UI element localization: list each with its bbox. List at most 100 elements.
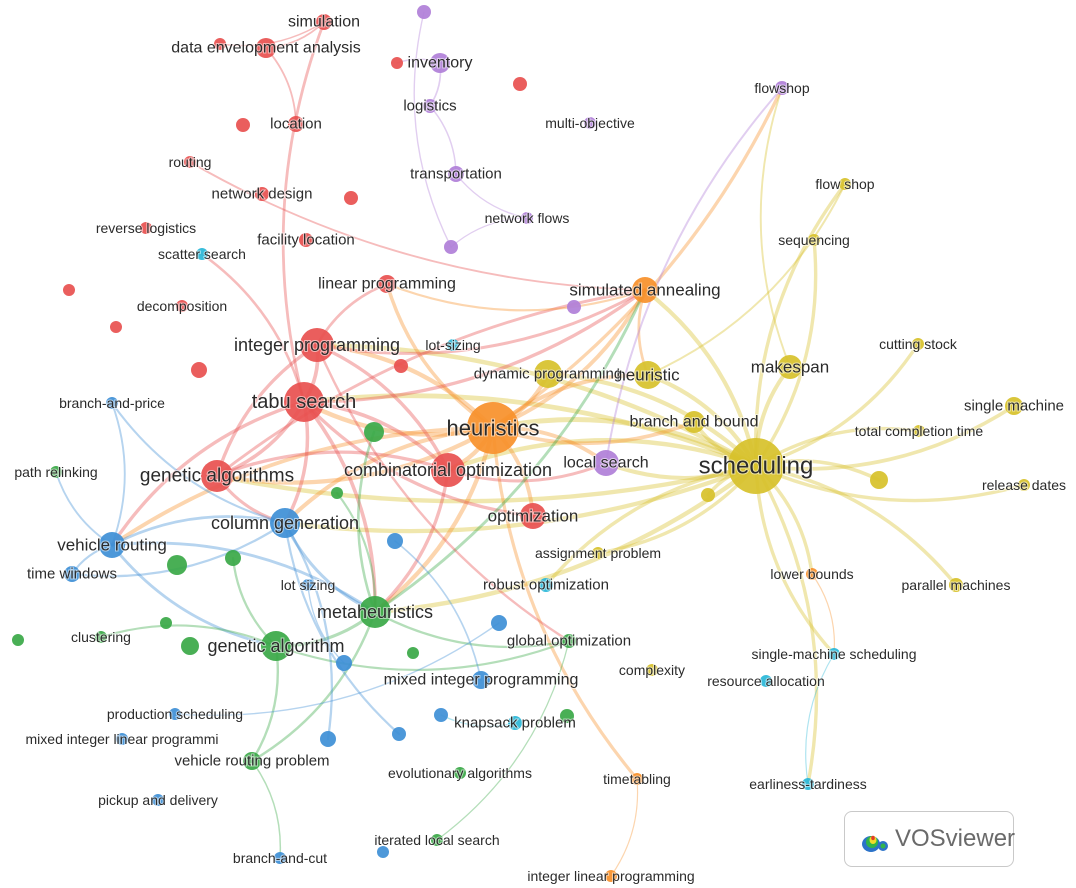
node-flowshop[interactable] xyxy=(775,81,789,95)
node-r9[interactable] xyxy=(394,359,408,373)
node-heuristics[interactable] xyxy=(467,402,519,454)
node-label-scatter-search[interactable]: scatter search xyxy=(157,245,247,263)
node-local-search[interactable] xyxy=(593,450,619,476)
node-routing[interactable] xyxy=(184,156,196,168)
node-scatter-search[interactable] xyxy=(196,248,208,260)
node-earliness-tardiness[interactable] xyxy=(802,778,814,790)
node-g3[interactable] xyxy=(225,550,241,566)
node-label-integer-linear-programming[interactable]: integer linear programming xyxy=(526,867,695,885)
node-clustering[interactable] xyxy=(95,631,107,643)
node-label-local-search[interactable]: local search xyxy=(562,454,649,473)
node-label-mixed-integer-programming[interactable]: mixed integer programming xyxy=(383,671,580,690)
node-single-machine[interactable] xyxy=(1005,397,1023,415)
node-label-location[interactable]: location xyxy=(269,115,323,134)
node-label-dea[interactable]: data envelopment analysis xyxy=(170,39,361,58)
node-g8[interactable] xyxy=(407,647,419,659)
node-p2[interactable] xyxy=(444,240,458,254)
node-genetic-algorithms[interactable] xyxy=(201,460,233,492)
node-r5[interactable] xyxy=(344,191,358,205)
node-label-tabu-search[interactable]: tabu search xyxy=(251,390,358,414)
node-label-iterated-local-search[interactable]: iterated local search xyxy=(373,831,500,849)
node-label-linear-programming[interactable]: linear programming xyxy=(317,275,457,294)
node-iterated-local-search[interactable] xyxy=(431,834,443,846)
node-mixed-integer-programming[interactable] xyxy=(472,671,490,689)
node-label-branch-and-price[interactable]: branch-and-price xyxy=(58,394,166,412)
node-metaheuristics[interactable] xyxy=(359,596,391,628)
node-label-evolutionary-algorithms[interactable]: evolutionary algorithms xyxy=(387,764,533,782)
node-scheduling[interactable] xyxy=(728,438,784,494)
node-label-column-generation[interactable]: column generation xyxy=(210,512,360,534)
node-label-transportation[interactable]: transportation xyxy=(409,165,503,184)
node-label-integer-programming[interactable]: integer programming xyxy=(233,334,401,356)
node-combinatorial-optimization[interactable] xyxy=(431,453,465,487)
node-vehicle-routing-problem[interactable] xyxy=(243,752,261,770)
node-milp[interactable] xyxy=(116,733,128,745)
node-tabu-search[interactable] xyxy=(284,382,324,422)
node-network-design[interactable] xyxy=(255,187,269,201)
node-r3[interactable] xyxy=(513,77,527,91)
node-multi-objective[interactable] xyxy=(584,117,596,129)
node-total-completion-time[interactable] xyxy=(913,425,925,437)
node-label-optimization[interactable]: optimization xyxy=(487,506,580,527)
node-y2[interactable] xyxy=(701,488,715,502)
node-b5[interactable] xyxy=(392,727,406,741)
node-branch-and-price[interactable] xyxy=(106,397,118,409)
node-lower-bounds[interactable] xyxy=(806,568,818,580)
node-y1[interactable] xyxy=(870,471,888,489)
node-label-heuristics[interactable]: heuristics xyxy=(446,415,541,442)
node-label-lot-sizing-dash[interactable]: lot-sizing xyxy=(424,336,481,354)
node-production-scheduling[interactable] xyxy=(169,708,181,720)
node-label-lower-bounds[interactable]: lower bounds xyxy=(769,565,854,583)
node-label-combinatorial-optimization[interactable]: combinatorial optimization xyxy=(343,459,553,481)
node-b1[interactable] xyxy=(387,533,403,549)
node-label-genetic-algorithms[interactable]: genetic algorithms xyxy=(139,465,295,488)
node-b2[interactable] xyxy=(434,708,448,722)
node-g5[interactable] xyxy=(160,617,172,629)
node-label-makespan[interactable]: makespan xyxy=(750,357,830,378)
node-decomposition[interactable] xyxy=(176,300,188,312)
node-b3[interactable] xyxy=(336,655,352,671)
node-single-machine-scheduling[interactable] xyxy=(828,648,840,660)
node-label-cutting-stock[interactable]: cutting stock xyxy=(878,335,959,353)
node-label-vehicle-routing-problem[interactable]: vehicle routing problem xyxy=(173,752,330,771)
node-label-facility-location[interactable]: facility location xyxy=(256,231,356,250)
node-g9[interactable] xyxy=(560,709,574,723)
node-b6[interactable] xyxy=(491,615,507,631)
node-facility-location[interactable] xyxy=(299,233,313,247)
node-makespan[interactable] xyxy=(778,355,802,379)
node-label-inventory[interactable]: inventory xyxy=(407,54,474,73)
node-timetabling[interactable] xyxy=(631,773,643,785)
node-label-lot-sizing[interactable]: lot sizing xyxy=(280,576,336,594)
node-transportation[interactable] xyxy=(448,166,464,182)
node-label-network-flows[interactable]: network flows xyxy=(484,209,571,227)
node-assignment-problem[interactable] xyxy=(592,547,604,559)
node-dynamic-programming[interactable] xyxy=(534,360,562,388)
node-label-parallel-machines[interactable]: parallel machines xyxy=(901,576,1012,594)
node-branch-and-cut[interactable] xyxy=(274,852,286,864)
node-reverse-logistics[interactable] xyxy=(140,222,152,234)
node-p1[interactable] xyxy=(417,5,431,19)
node-p3[interactable] xyxy=(567,300,581,314)
node-location[interactable] xyxy=(288,116,304,132)
node-label-simulation[interactable]: simulation xyxy=(287,13,361,32)
node-g2[interactable] xyxy=(331,487,343,499)
node-lot-sizing-dash[interactable] xyxy=(447,339,459,351)
node-label-metaheuristics[interactable]: metaheuristics xyxy=(316,601,434,623)
node-label-milp[interactable]: mixed integer linear programmi xyxy=(25,730,220,748)
node-parallel-machines[interactable] xyxy=(949,578,963,592)
node-label-earliness-tardiness[interactable]: earliness-tardiness xyxy=(748,775,868,793)
node-label-release-dates[interactable]: release dates xyxy=(981,476,1067,494)
node-dea[interactable] xyxy=(256,38,276,58)
node-label-resource-allocation[interactable]: resource allocation xyxy=(706,672,826,690)
node-linear-programming[interactable] xyxy=(378,275,396,293)
node-genetic-algorithm[interactable] xyxy=(261,631,291,661)
node-label-branch-and-bound[interactable]: branch and bound xyxy=(629,413,760,432)
node-column-generation[interactable] xyxy=(270,508,300,538)
node-label-reverse-logistics[interactable]: reverse logistics xyxy=(95,219,197,237)
node-g1[interactable] xyxy=(364,422,384,442)
node-sequencing[interactable] xyxy=(808,234,820,246)
node-label-robust-optimization[interactable]: robust optimization xyxy=(482,576,610,595)
node-label-dynamic-programming[interactable]: dynamic programming xyxy=(473,365,623,384)
node-global-optimization[interactable] xyxy=(562,634,576,648)
node-label-path-relinking[interactable]: path relinking xyxy=(13,463,98,481)
